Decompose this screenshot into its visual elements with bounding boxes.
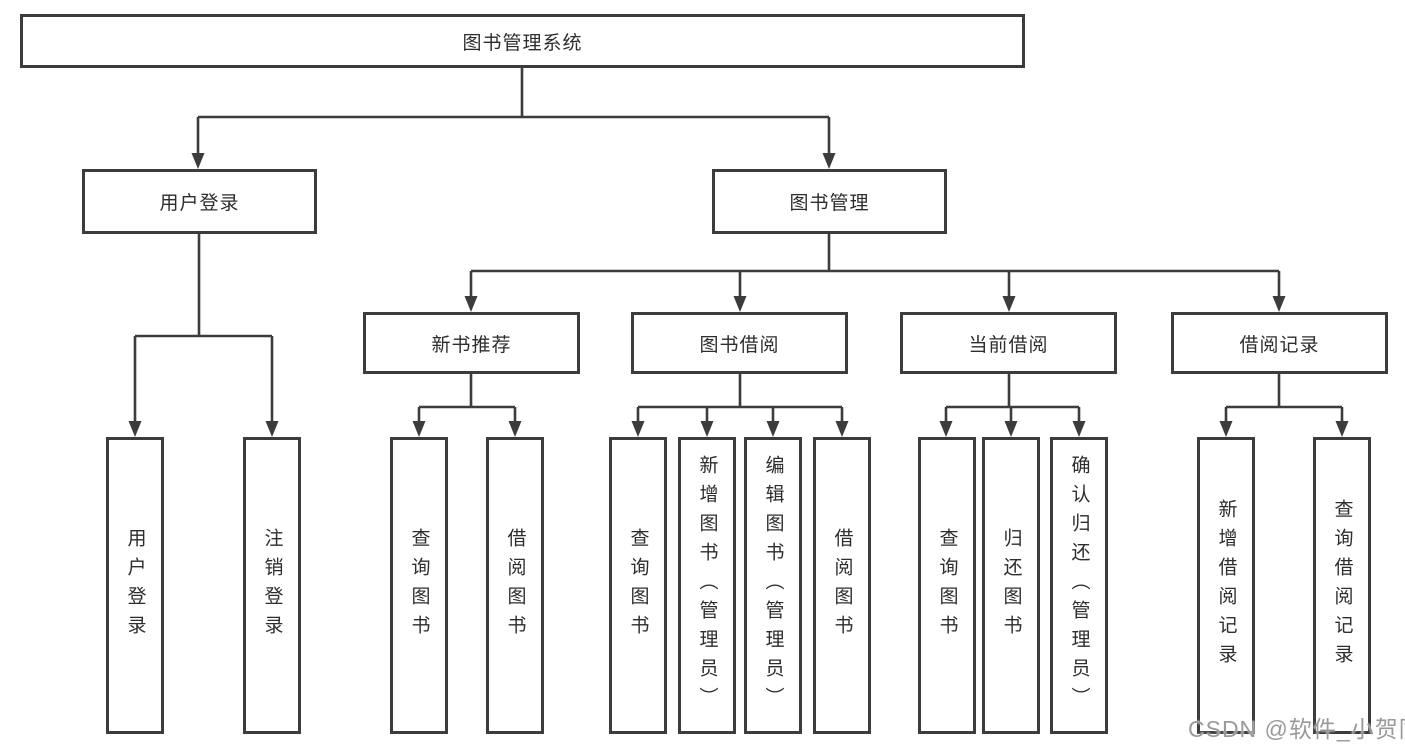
leaf-add-book-admin: 新增图书（管理员） — [678, 437, 736, 734]
leaf-query-books-borrowing: 查询图书 — [609, 437, 667, 734]
node-library-system: 图书管理系统 — [20, 14, 1025, 68]
node-book-management-label: 图书管理 — [789, 193, 870, 214]
leaf-query-books-current-label: 查询图书 — [936, 527, 958, 644]
node-current-borrowing: 当前借阅 — [900, 312, 1117, 374]
leaf-borrow-books-label: 借阅图书 — [831, 527, 853, 644]
leaf-query-books-current: 查询图书 — [918, 437, 976, 734]
node-new-book-recommend-label: 新书推荐 — [431, 334, 512, 356]
node-book-management: 图书管理 — [712, 169, 947, 234]
node-book-borrowing-label: 图书借阅 — [699, 334, 780, 356]
leaf-user-login-label: 用户登录 — [124, 527, 146, 644]
leaf-confirm-return-admin-label: 确认归还（管理员） — [1068, 455, 1090, 716]
leaf-add-book-admin-label: 新增图书（管理员） — [696, 455, 718, 716]
node-library-system-label: 图书管理系统 — [462, 32, 583, 54]
leaf-confirm-return-admin: 确认归还（管理员） — [1050, 437, 1108, 734]
leaf-add-borrow-record: 新增借阅记录 — [1197, 437, 1255, 734]
node-user-login: 用户登录 — [82, 169, 317, 234]
node-borrowing-records-label: 借阅记录 — [1239, 334, 1320, 356]
leaf-edit-book-admin: 编辑图书（管理员） — [744, 437, 802, 734]
leaf-query-borrow-record: 查询借阅记录 — [1313, 437, 1371, 734]
leaf-query-books-borrowing-label: 查询图书 — [627, 527, 649, 644]
node-book-borrowing: 图书借阅 — [631, 312, 848, 374]
leaf-logout-label: 注销登录 — [261, 527, 283, 644]
csdn-watermark: CSDN @软件_小贺同学 — [1188, 716, 1405, 742]
node-new-book-recommend: 新书推荐 — [363, 312, 580, 374]
leaf-borrow-books: 借阅图书 — [813, 437, 871, 734]
node-borrowing-records: 借阅记录 — [1171, 312, 1388, 374]
leaf-borrow-books-recommend: 借阅图书 — [486, 437, 544, 734]
leaf-query-books-recommend: 查询图书 — [390, 437, 448, 734]
leaf-edit-book-admin-label: 编辑图书（管理员） — [762, 455, 784, 716]
leaf-user-login: 用户登录 — [106, 437, 164, 734]
leaf-return-book-label: 归还图书 — [1000, 527, 1022, 644]
node-current-borrowing-label: 当前借阅 — [968, 334, 1049, 356]
leaf-add-borrow-record-label: 新增借阅记录 — [1215, 498, 1237, 673]
leaf-logout: 注销登录 — [243, 437, 301, 734]
leaf-return-book: 归还图书 — [982, 437, 1040, 734]
leaf-query-borrow-record-label: 查询借阅记录 — [1331, 498, 1353, 673]
leaf-query-books-recommend-label: 查询图书 — [408, 527, 430, 644]
node-user-login-label: 用户登录 — [159, 193, 240, 214]
leaf-borrow-books-recommend-label: 借阅图书 — [504, 527, 526, 644]
